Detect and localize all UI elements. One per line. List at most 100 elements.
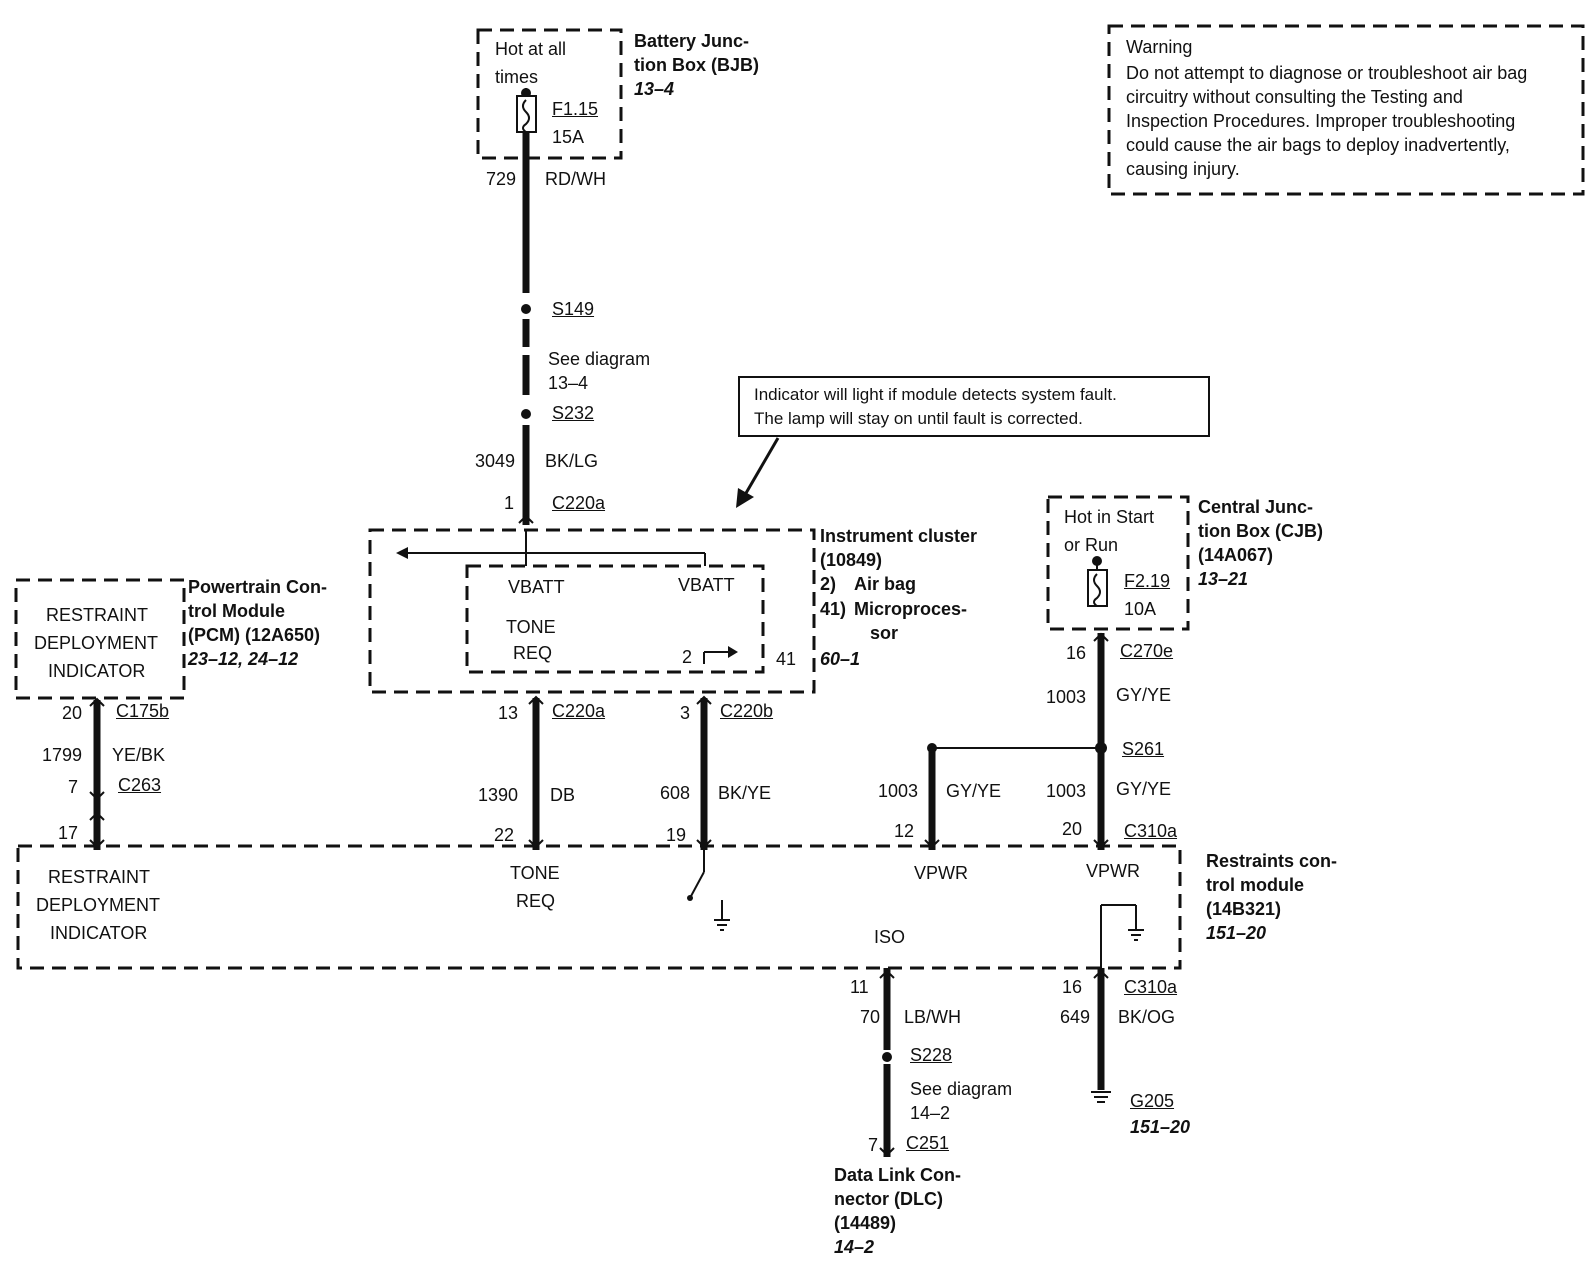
wire-color: DB xyxy=(550,785,576,805)
connector-c310a-bottom xyxy=(1093,969,1109,979)
indicator-note-line: Indicator will light if module detects s… xyxy=(754,385,1117,404)
pcm-ref: 23–12, 24–12 xyxy=(188,649,299,669)
wire-color: YE/BK xyxy=(112,745,166,765)
bjb-ref: 13–4 xyxy=(634,79,675,99)
pin-number: 16 xyxy=(1066,643,1087,663)
warning-line: Do not attempt to diagnose or troublesho… xyxy=(1126,63,1528,83)
pin-number: 2 xyxy=(682,647,693,667)
rcm-req-label: REQ xyxy=(516,891,556,911)
pcm-name: trol Module xyxy=(188,601,285,621)
bjb-hot-label: times xyxy=(495,67,539,87)
ground-label: G205 xyxy=(1130,1091,1175,1111)
connector-rcm-17 xyxy=(89,839,105,849)
connector-label: C310a xyxy=(1124,977,1178,997)
cluster-vbatt-label: VBATT xyxy=(508,577,565,597)
cluster-pin2-arrowhead xyxy=(728,646,738,658)
connector-c263 xyxy=(89,791,105,821)
rcm-switch-blade xyxy=(689,871,705,899)
circuit-number: 1799 xyxy=(42,745,83,765)
wire-color: GY/YE xyxy=(1116,779,1172,799)
connector-label: C251 xyxy=(906,1133,950,1153)
pin-number: 20 xyxy=(1062,819,1083,839)
pin-number: 20 xyxy=(62,703,83,723)
bjb-name: Battery Junc- xyxy=(634,31,750,51)
cluster-ref: 60–1 xyxy=(820,649,861,669)
pcm-indicator-label: RESTRAINT xyxy=(46,605,149,625)
rcm-indicator-label: DEPLOYMENT xyxy=(36,895,161,915)
circuit-number: 70 xyxy=(860,1007,881,1027)
fuse-f219-element xyxy=(1093,573,1101,607)
connector-c220a-bottom xyxy=(528,695,544,705)
pin-number: 12 xyxy=(894,821,915,841)
indicator-note-box xyxy=(738,376,1210,437)
wire-color: GY/YE xyxy=(946,781,1002,801)
connector-rcm-22 xyxy=(528,839,544,849)
connector-label: C220b xyxy=(720,701,774,721)
connector-c175b xyxy=(89,697,105,707)
pin-number: 13 xyxy=(498,703,519,723)
pin-number: 22 xyxy=(494,825,515,845)
see-diagram-ref: 14–2 xyxy=(910,1103,951,1123)
connector-c310a-top xyxy=(1093,839,1109,849)
cjb-name: (14A067) xyxy=(1198,545,1274,565)
pcm-indicator-label: DEPLOYMENT xyxy=(34,633,159,653)
pin-number: 17 xyxy=(58,823,79,843)
splice-dot-s228 xyxy=(882,1052,892,1062)
pin-number: 3 xyxy=(680,703,691,723)
cjb-hot-label: or Run xyxy=(1064,535,1119,555)
see-diagram-label: See diagram xyxy=(910,1079,1013,1099)
wire-color: BK/OG xyxy=(1118,1007,1176,1027)
cluster-pin-note: Microproces- xyxy=(854,599,968,619)
wire-color: GY/YE xyxy=(1116,685,1172,705)
splice-s261-label: S261 xyxy=(1122,739,1165,759)
pin-number: 1 xyxy=(504,493,515,513)
warning-line: could cause the air bags to deploy inadv… xyxy=(1126,135,1510,155)
pin-number: 11 xyxy=(850,977,869,997)
rcm-name: (14B321) xyxy=(1206,899,1282,919)
dlc-name: nector (DLC) xyxy=(834,1189,943,1209)
rcm-tone-label: TONE xyxy=(510,863,560,883)
connector-rcm-19 xyxy=(696,839,712,849)
circuit-number: 729 xyxy=(486,169,517,189)
fuse-f115-element xyxy=(522,99,530,133)
rcm-iso-label: ISO xyxy=(874,927,906,947)
dlc-ref: 14–2 xyxy=(834,1237,875,1257)
cluster-vbatt-label: VBATT xyxy=(678,575,735,595)
warning-line: causing injury. xyxy=(1126,159,1240,179)
cjb-name: tion Box (CJB) xyxy=(1198,521,1323,541)
splice-dot-s261-branch xyxy=(927,743,937,753)
pin-number: 41 xyxy=(776,649,797,669)
cjb-box xyxy=(1046,495,1190,631)
cjb-hot-label: Hot in Start xyxy=(1064,507,1155,527)
warning-title: Warning xyxy=(1126,37,1193,57)
pcm-name: Powertrain Con- xyxy=(188,577,328,597)
fuse-f115-label: F1.15 xyxy=(552,99,599,119)
splice-s232-label: S232 xyxy=(552,403,595,423)
dlc-name: (14489) xyxy=(834,1213,897,1233)
cluster-outer-box xyxy=(368,528,816,694)
rcm-indicator-label: RESTRAINT xyxy=(48,867,151,887)
circuit-number: 649 xyxy=(1060,1007,1091,1027)
cluster-pin-note: 41) xyxy=(820,599,847,619)
pin-number: 19 xyxy=(666,825,687,845)
rcm-box xyxy=(16,844,1182,970)
pcm-box xyxy=(14,578,186,700)
splice-s228-label: S228 xyxy=(910,1045,953,1065)
connector-c220a-top xyxy=(518,514,534,524)
fuse-f219-dot xyxy=(1092,556,1102,566)
circuit-number: 1003 xyxy=(1046,781,1087,801)
connector-c220b xyxy=(696,695,712,705)
connector-label: C175b xyxy=(116,701,170,721)
warning-box xyxy=(1107,24,1585,196)
pin-number: 7 xyxy=(868,1135,879,1155)
cluster-bus-arrowhead xyxy=(396,547,408,559)
fuse-f219-label: F2.19 xyxy=(1124,571,1171,591)
rcm-vpwr-label: VPWR xyxy=(1086,861,1140,881)
warning-line: circuitry without consulting the Testing… xyxy=(1126,87,1463,107)
circuit-number: 1003 xyxy=(1046,687,1087,707)
cjb-ref: 13–21 xyxy=(1198,569,1249,589)
cluster-req-label: REQ xyxy=(513,643,553,663)
connector-label: C310a xyxy=(1124,821,1178,841)
splice-dot-s261 xyxy=(1095,742,1107,754)
splice-dot-s149 xyxy=(521,304,531,314)
